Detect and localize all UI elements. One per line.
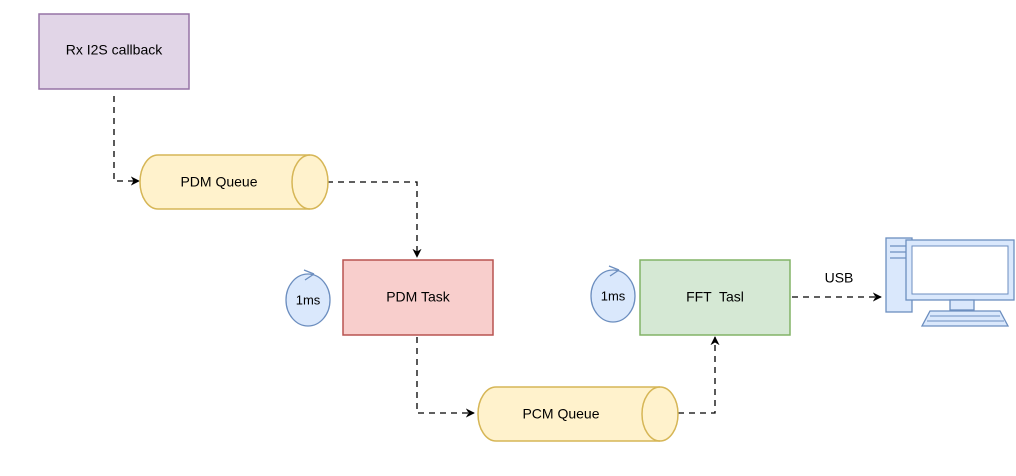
pdm-task-label: PDM Task	[386, 289, 451, 305]
timer-fft-label: 1ms	[601, 288, 626, 303]
callback-box	[38, 13, 190, 90]
node-rx-i2s-callback: Rx I2S callback	[38, 13, 190, 90]
edge-pdm-queue-to-pdm-task	[327, 181, 422, 258]
timer-icon-fft: 1ms	[590, 265, 636, 323]
computer-stand	[949, 299, 975, 311]
pdm-task-box	[342, 259, 494, 336]
pdm-queue-label: PDM Queue	[180, 174, 257, 190]
computer-keyboard	[920, 310, 1010, 327]
node-fft-task: FFT Tasl	[639, 259, 791, 336]
timer-icon-pdm: 1ms	[285, 269, 331, 327]
fft-task-box	[639, 259, 791, 336]
usb-edge-label: USB	[825, 270, 854, 286]
computer-screen	[911, 245, 1009, 295]
node-pcm-queue: PCM Queue	[477, 386, 679, 442]
pcm-queue-cap	[641, 386, 661, 442]
timer-arrow	[303, 269, 315, 281]
timer-icon	[590, 269, 636, 323]
timer-arrow	[608, 265, 620, 277]
node-pdm-queue: PDM Queue	[139, 154, 329, 210]
timer-pdm-label: 1ms	[296, 292, 321, 307]
pdm-queue-cap	[291, 154, 311, 210]
node-pdm-task: PDM Task	[342, 259, 494, 336]
edge-callback-to-pdm-queue	[113, 96, 140, 186]
callback-label: Rx I2S callback	[66, 42, 163, 58]
edge-pcm-queue-to-fft-task	[678, 336, 720, 414]
edge-pdm-task-to-pcm-queue	[416, 337, 475, 418]
timer-icon	[285, 273, 331, 327]
fft-task-label: FFT Tasl	[686, 289, 744, 305]
desktop-computer-icon	[885, 237, 1015, 327]
pcm-queue-label: PCM Queue	[522, 406, 599, 422]
